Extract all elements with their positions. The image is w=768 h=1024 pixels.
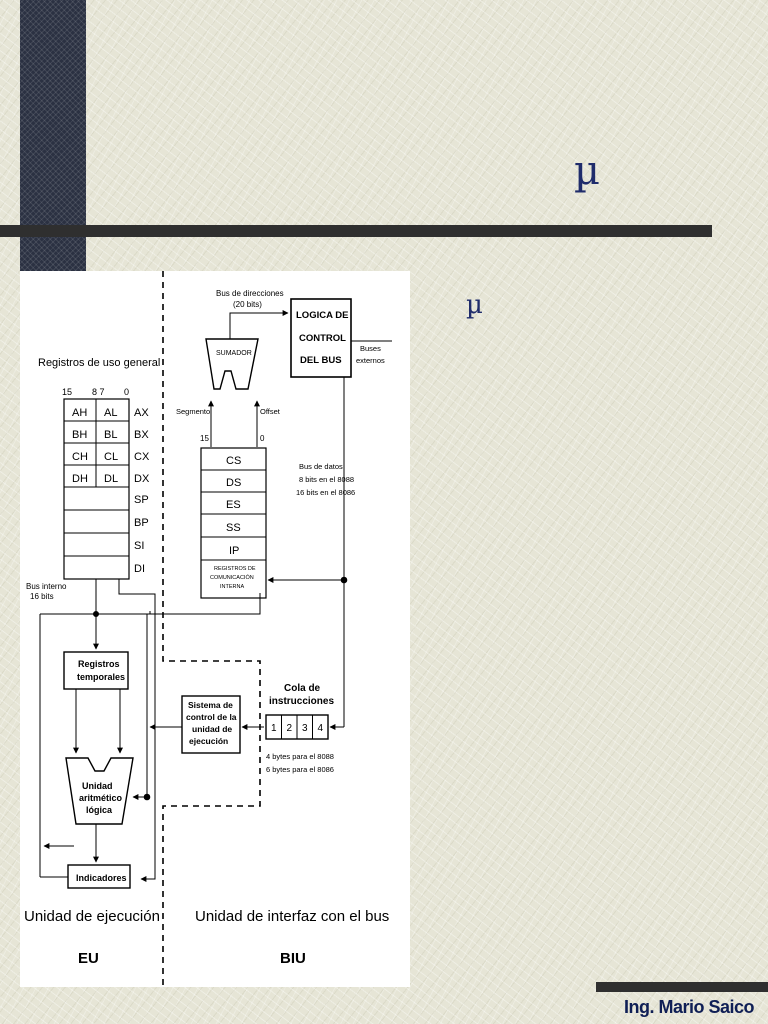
seg-bit-0: 0 bbox=[260, 434, 265, 443]
offset-label: Offset bbox=[260, 407, 281, 416]
bus-control-label-3: DEL BUS bbox=[300, 355, 342, 366]
register-ip: IP bbox=[229, 545, 239, 557]
eu-control-label-4: ejecución bbox=[189, 736, 228, 746]
address-bus-label: Bus de direcciones bbox=[216, 289, 284, 298]
flags-box bbox=[67, 864, 131, 889]
flags-label: Indicadores bbox=[76, 873, 127, 883]
register-high-2: CH bbox=[72, 451, 88, 463]
temp-registers-box bbox=[63, 651, 129, 690]
register-high-3: DH bbox=[72, 473, 88, 485]
comm-registers-label-1: REGISTROS DE bbox=[214, 566, 256, 572]
register-bp: BP bbox=[134, 517, 149, 529]
register-name-1: BX bbox=[134, 429, 149, 441]
external-buses-label-1: Buses bbox=[360, 344, 381, 353]
queue-title-2: instrucciones bbox=[269, 696, 334, 707]
register-low-1: BL bbox=[104, 429, 117, 441]
register-name-2: CX bbox=[134, 451, 150, 463]
internal-bus-label: Bus interno bbox=[26, 582, 67, 591]
data-bus-label-3: 16 bits en el 8086 bbox=[296, 488, 355, 497]
temp-registers-label-1: Registros bbox=[78, 659, 120, 669]
address-bus-width: (20 bits) bbox=[233, 300, 262, 309]
register-high-0: AH bbox=[72, 407, 87, 419]
register-low-0: AL bbox=[104, 407, 117, 419]
eu-biu-separator bbox=[162, 271, 261, 987]
bus-control-label-1: LOGICA DE bbox=[296, 310, 348, 321]
bus-control-box bbox=[290, 298, 352, 378]
register-low-2: CL bbox=[104, 451, 118, 463]
queue-cell-1: 1 bbox=[271, 723, 277, 734]
bit-label-0: 0 bbox=[124, 387, 129, 397]
register-name-0: AX bbox=[134, 407, 149, 419]
alu-label-1: Unidad bbox=[82, 781, 113, 791]
register-name-3: DX bbox=[134, 473, 150, 485]
queue-cell-2: 2 bbox=[287, 723, 293, 734]
bus-control-label-2: CONTROL bbox=[299, 333, 346, 344]
data-bus-label-2: 8 bits en el 8088 bbox=[299, 475, 354, 484]
architecture-diagram: Registros de uso general 15 8 7 0 AH AL AX… bbox=[20, 271, 410, 987]
eu-abbr: EU bbox=[78, 950, 99, 967]
queue-note-1: 4 bytes para el 8088 bbox=[266, 752, 334, 761]
adder-shape bbox=[205, 338, 259, 390]
register-rows: AH AL AX BH BL BX CH CL CX DH DL DX bbox=[72, 407, 150, 485]
adder-label: SUMADOR bbox=[216, 350, 252, 357]
queue-cell-3: 3 bbox=[302, 723, 308, 734]
register-cs: CS bbox=[226, 455, 241, 467]
queue-cell-4: 4 bbox=[318, 723, 324, 734]
external-buses-label-2: externos bbox=[356, 356, 385, 365]
alu-label-3: lógica bbox=[86, 805, 113, 815]
register-si: SI bbox=[134, 540, 144, 552]
footer-divider bbox=[596, 982, 768, 992]
register-es: ES bbox=[226, 499, 241, 511]
register-di: DI bbox=[134, 563, 145, 575]
register-ds: DS bbox=[226, 477, 241, 489]
register-low-3: DL bbox=[104, 473, 118, 485]
eu-control-label-1: Sistema de bbox=[188, 700, 233, 710]
biu-abbr: BIU bbox=[280, 950, 306, 967]
register-high-1: BH bbox=[72, 429, 87, 441]
slide-bullet: µ bbox=[466, 290, 483, 320]
data-bus-label-1: Bus de datos bbox=[299, 462, 343, 471]
eu-control-label-3: unidad de bbox=[192, 724, 232, 734]
eu-control-box bbox=[181, 695, 241, 754]
comm-registers-label-2: COMUNICACIÓN bbox=[210, 574, 254, 581]
slide-title: µ bbox=[574, 148, 600, 194]
bit-label-15: 15 bbox=[62, 387, 72, 397]
queue-title-1: Cola de bbox=[284, 683, 321, 694]
general-registers-title: Registros de uso general bbox=[38, 357, 160, 369]
temp-registers-label-2: temporales bbox=[77, 672, 125, 682]
segment-registers-block bbox=[200, 447, 267, 599]
seg-bit-15: 15 bbox=[200, 434, 209, 443]
queue-note-2: 6 bytes para el 8086 bbox=[266, 765, 334, 774]
segment-label: Segmento bbox=[176, 407, 210, 416]
eu-control-label-2: control de la bbox=[186, 712, 237, 722]
bit-label-87: 8 7 bbox=[92, 387, 105, 397]
comm-registers-label-3: INTERNA bbox=[220, 584, 244, 590]
register-ss: SS bbox=[226, 522, 241, 534]
eu-label: Unidad de ejecución bbox=[24, 908, 160, 925]
internal-bus-width: 16 bits bbox=[30, 592, 54, 601]
title-divider bbox=[0, 225, 712, 237]
alu-label-2: aritmético bbox=[79, 793, 123, 803]
alu-shape bbox=[65, 757, 134, 825]
author-name: Ing. Mario Saico bbox=[624, 997, 755, 1017]
register-sp: SP bbox=[134, 494, 149, 506]
biu-label: Unidad de interfaz con el bus bbox=[195, 908, 389, 925]
